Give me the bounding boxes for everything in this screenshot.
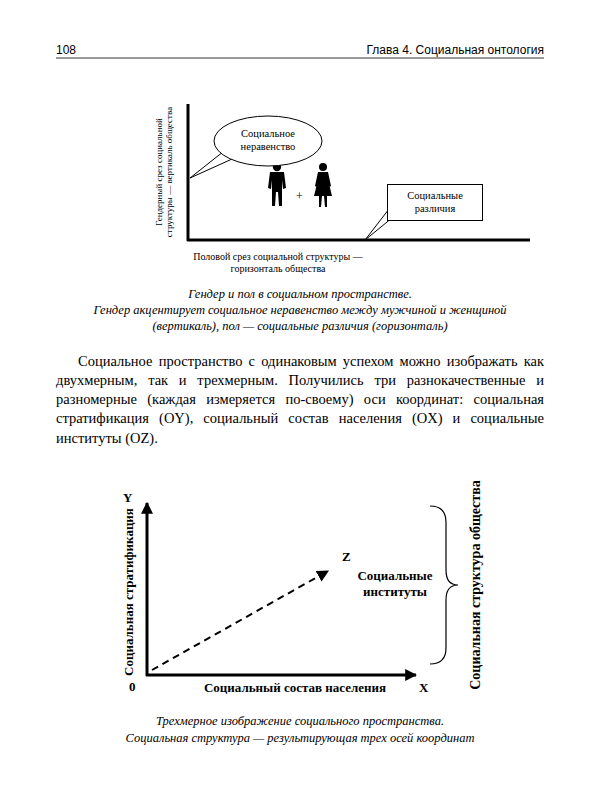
origin-label: 0 xyxy=(129,679,136,695)
woman-figure xyxy=(314,163,332,207)
page-number: 108 xyxy=(56,43,76,57)
running-head: Глава 4. Социальная онтология xyxy=(366,43,544,57)
caption: Гендер акцентирует социальное неравенств… xyxy=(90,303,510,334)
axis-letter: Y xyxy=(123,490,132,506)
axis-label: Гендерный срез социальной структуры — ве… xyxy=(154,102,175,242)
axis-label: Половой срез социальной структуры — гори… xyxy=(188,251,368,274)
callout-text: Социальные различия xyxy=(396,190,474,215)
plus-sign: + xyxy=(296,189,303,203)
brace xyxy=(430,506,458,664)
x-axis xyxy=(146,674,416,677)
axis-title: Социальный состав населения xyxy=(180,680,410,696)
vertical-axis xyxy=(187,104,190,241)
axis-title: Социальные институты xyxy=(345,568,445,599)
axis-title: Социальная стратификация xyxy=(121,492,137,692)
axis-letter: Z xyxy=(342,549,351,565)
horizontal-axis xyxy=(187,239,530,242)
callout-text: Социальное неравенство xyxy=(233,128,303,153)
caption: Трехмерное изображение социального прост… xyxy=(56,714,544,729)
y-axis xyxy=(146,503,149,676)
callout-box: Социальные различия xyxy=(387,184,483,221)
callout-bubble: Социальное неравенство xyxy=(213,115,323,167)
bubble-ellipse xyxy=(214,116,322,166)
z-axis xyxy=(152,571,328,670)
header-rule xyxy=(56,58,544,59)
caption: Социальная структура — результирующая тр… xyxy=(56,731,544,746)
bracket-label: Социальная структура общества xyxy=(468,460,485,710)
body-paragraph: Социальное пространство с одинаковым усп… xyxy=(56,352,544,448)
axis-letter: X xyxy=(419,680,428,696)
man-figure xyxy=(268,163,286,206)
caption: Гендер и пол в социальном пространстве. xyxy=(56,287,544,302)
